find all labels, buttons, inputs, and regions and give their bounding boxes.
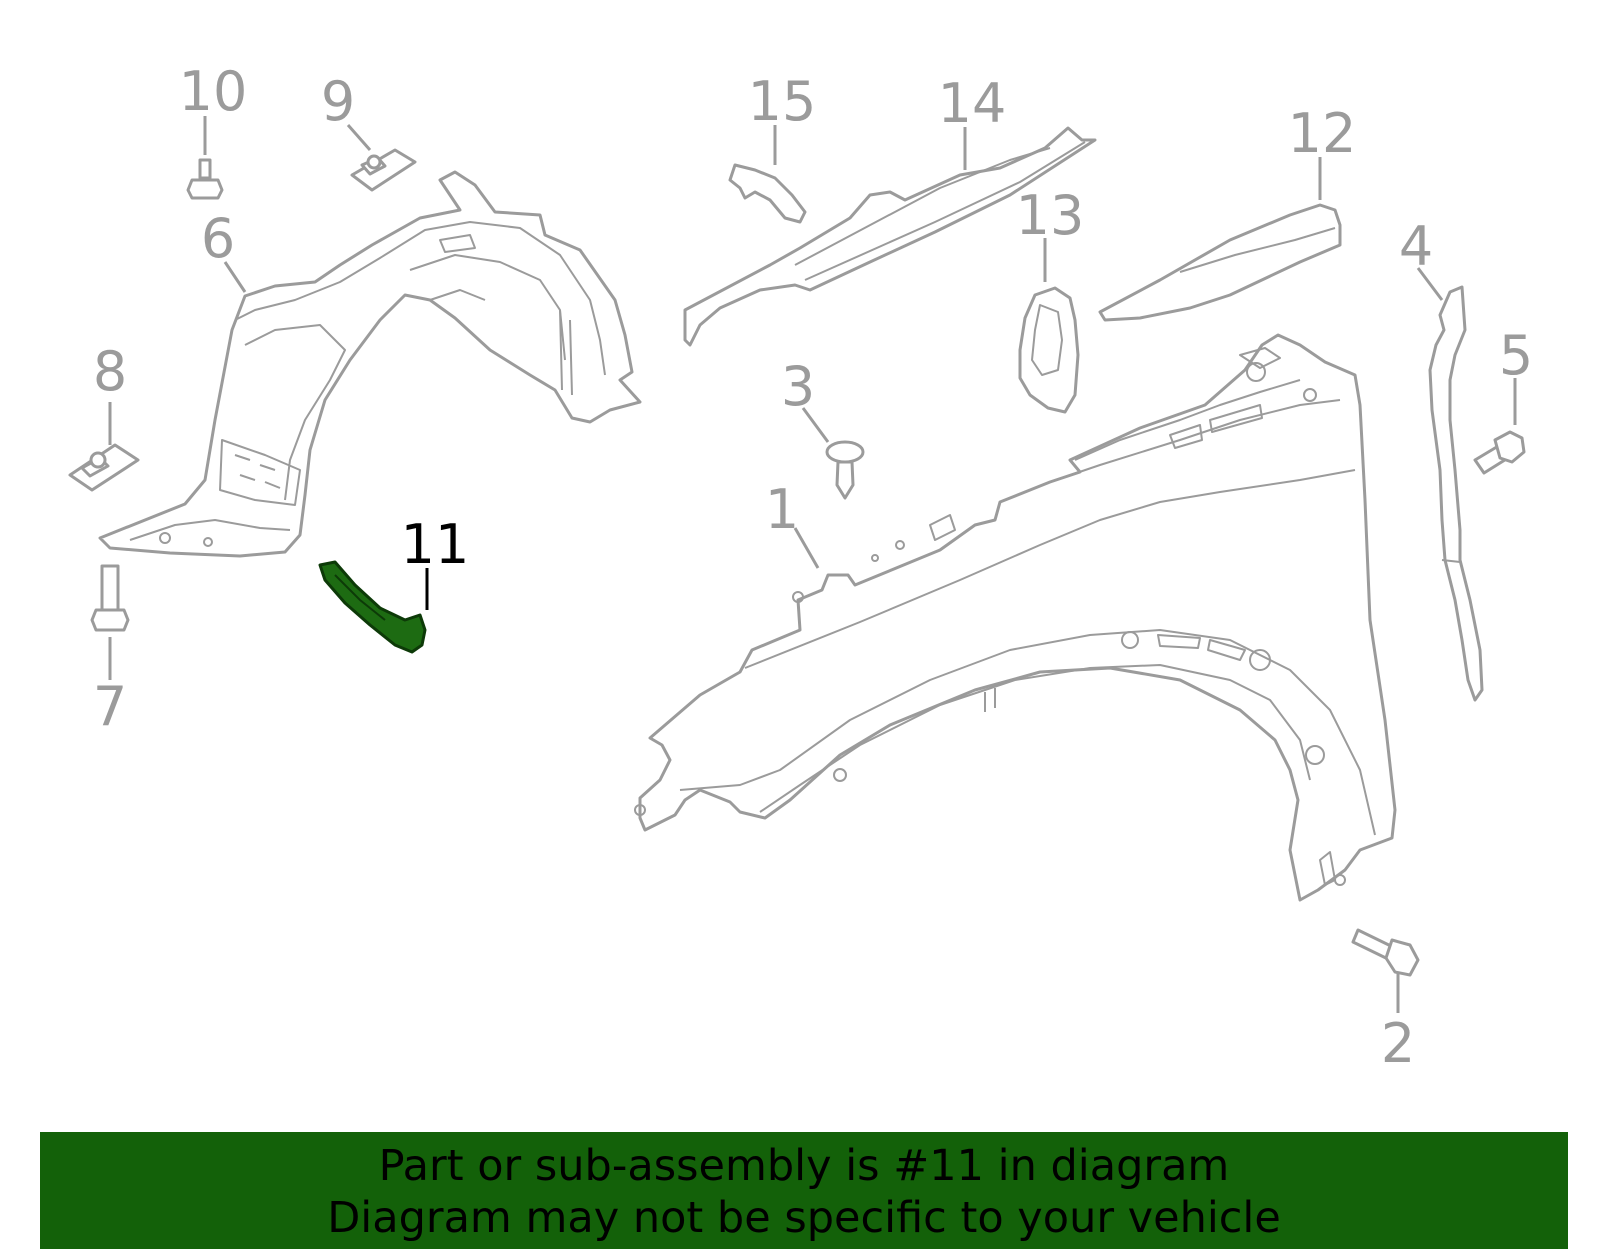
banner-line-2: Diagram may not be specific to your vehi…: [327, 1193, 1281, 1243]
part-10-bolt: [186, 158, 224, 200]
banner-line-1: Part or sub-assembly is #11 in diagram: [378, 1141, 1230, 1191]
notice-banner: Part or sub-assembly is #11 in diagram D…: [40, 1132, 1568, 1249]
callout-4: 4: [1399, 215, 1433, 278]
callout-11: 11: [401, 513, 470, 576]
leader-3: [801, 407, 830, 443]
callout-13: 13: [1016, 184, 1085, 247]
leader-lines: [108, 116, 1517, 1013]
callout-3: 3: [781, 355, 815, 418]
part-11-bracket-highlighted: [318, 560, 427, 654]
callout-1: 1: [765, 478, 799, 541]
part-1-fender: [634, 333, 1397, 902]
part-8-clip-nut: [68, 443, 140, 492]
callout-2: 2: [1381, 1012, 1415, 1075]
part-15-clip: [728, 163, 807, 224]
callout-labels: 1 2 3 4 5 6 7 8 9 10 11 12 13 14 15: [93, 60, 1533, 1075]
part-4-seal: [1428, 285, 1484, 702]
callout-8: 8: [93, 340, 127, 403]
part-2-bolt: [1351, 928, 1420, 977]
part-3-push-clip: [825, 440, 865, 500]
part-9-clip-nut: [350, 148, 417, 192]
part-12-molding: [1098, 203, 1342, 322]
leader-4: [1416, 267, 1444, 301]
part-14-rail: [683, 126, 1097, 347]
callout-12: 12: [1288, 102, 1357, 165]
leader-6: [223, 261, 247, 293]
leader-1: [793, 527, 820, 569]
callout-5: 5: [1499, 324, 1533, 387]
callout-9: 9: [321, 70, 355, 133]
callout-7: 7: [93, 675, 127, 738]
callout-10: 10: [179, 60, 248, 123]
leader-9: [346, 124, 372, 151]
part-5-bolt: [1473, 430, 1526, 475]
part-6-fender-liner: [98, 170, 642, 558]
callout-6: 6: [201, 207, 235, 270]
callout-14: 14: [938, 72, 1007, 135]
callout-15: 15: [748, 70, 817, 133]
part-13-cover: [1018, 286, 1080, 414]
part-7-bolt: [90, 564, 130, 632]
